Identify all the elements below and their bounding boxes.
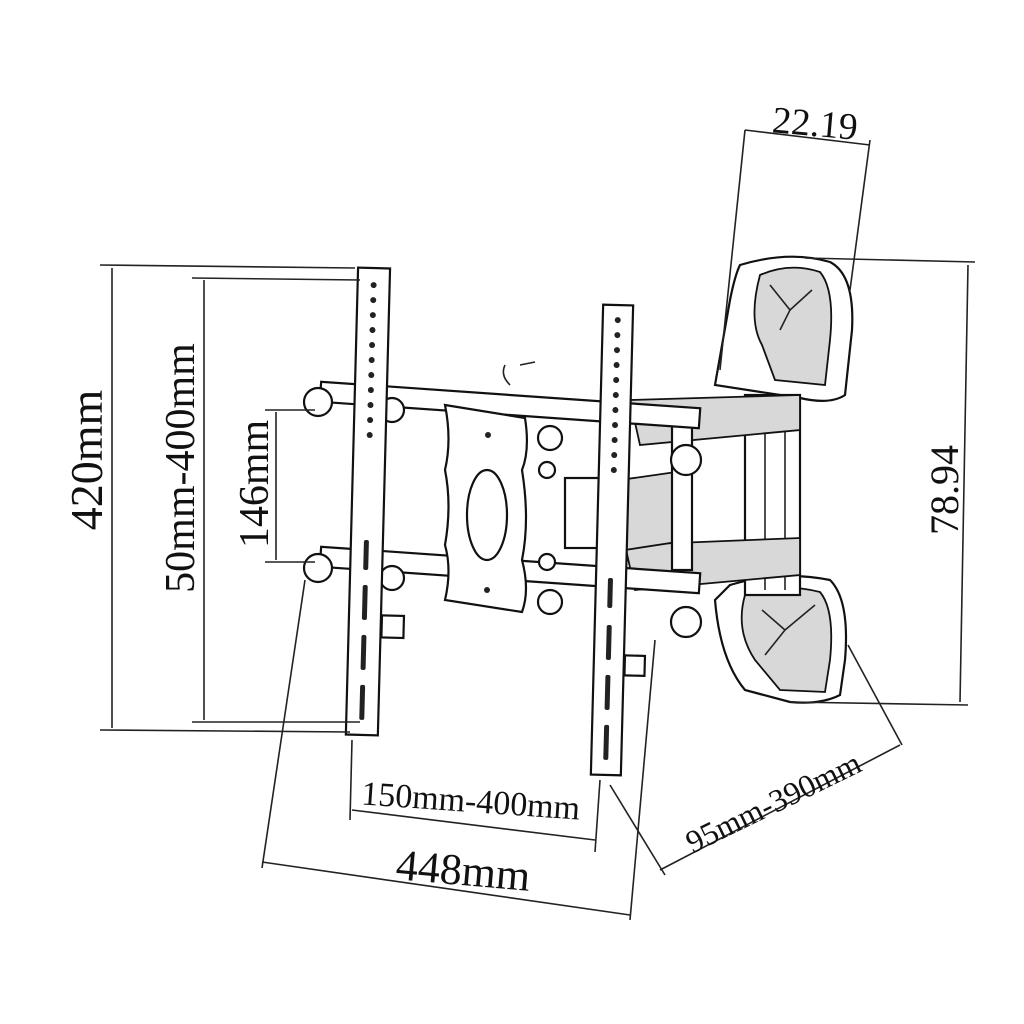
dim-label-overall-height: 420mm [61, 390, 112, 531]
dimension-lines [99, 129, 976, 921]
rod-cap [302, 386, 334, 418]
dim-label-horizontal-hole-range: 150mm-400mm [360, 775, 581, 827]
right-vertical-strap [589, 303, 647, 777]
dim-label-wall-plate-depth: 22.19 [771, 99, 860, 148]
rod-cap [669, 443, 703, 477]
tilt-plate [443, 361, 557, 614]
tilt-arrow-icon [502, 361, 536, 386]
rod-cap [669, 605, 703, 639]
dim-label-overall-width: 448mm [394, 840, 532, 901]
rod-cap [302, 552, 334, 584]
dim-label-arm-spacing: 146mm [232, 420, 278, 549]
wall-plate [713, 255, 854, 704]
left-vertical-strap [344, 266, 406, 737]
dim-label-extension-range: 95mm-390mm [680, 744, 867, 860]
dim-label-wall-plate-height: 78.94 [922, 445, 967, 535]
dim-label-vertical-hole-range: 50mm-400mm [158, 343, 204, 593]
